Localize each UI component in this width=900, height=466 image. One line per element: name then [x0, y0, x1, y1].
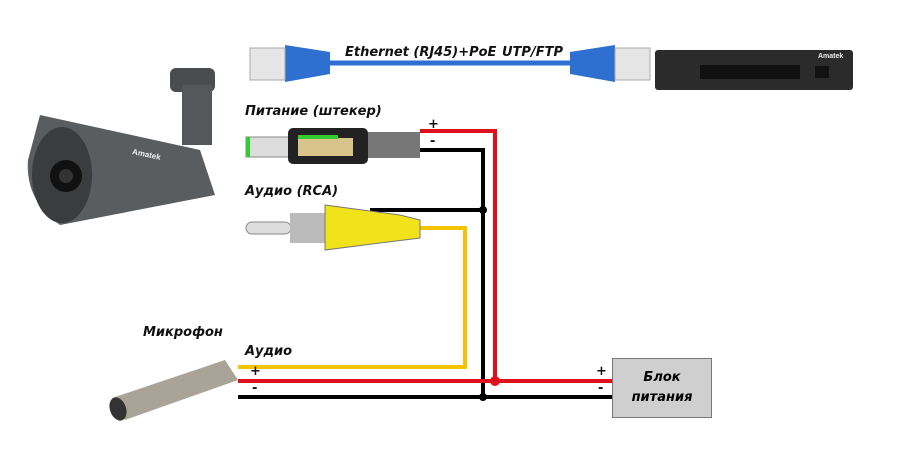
audio-rca-label: Аудио (RCA) [245, 184, 339, 199]
ethernet-label: Ethernet (RJ45)+PoE [345, 45, 497, 60]
mic-minus-sign: - [252, 381, 258, 396]
audio-label: Аудио [245, 344, 293, 359]
bullet-camera [27, 68, 216, 225]
power-supply-label: Блок питания [631, 370, 693, 405]
wires [238, 129, 612, 401]
rca-plug [245, 204, 421, 251]
plug-minus-sign: - [430, 134, 436, 149]
switch-brand-label: Amatek [818, 53, 844, 60]
poe-switch [655, 50, 853, 90]
power-plug-label: Питание (штекер) [245, 104, 382, 119]
power-supply-box: Блок питания [612, 358, 712, 418]
cable-type-label: UTP/FTP [502, 45, 563, 60]
microphone-label: Микрофон [143, 325, 223, 340]
plug-plus-sign: + [428, 117, 439, 132]
ethernet-cable [249, 45, 651, 82]
microphone [109, 360, 238, 421]
mic-plus-sign: + [250, 364, 261, 379]
psu-minus-sign: - [598, 381, 604, 396]
dc-power-plug [245, 128, 420, 164]
psu-plus-sign: + [596, 364, 607, 379]
